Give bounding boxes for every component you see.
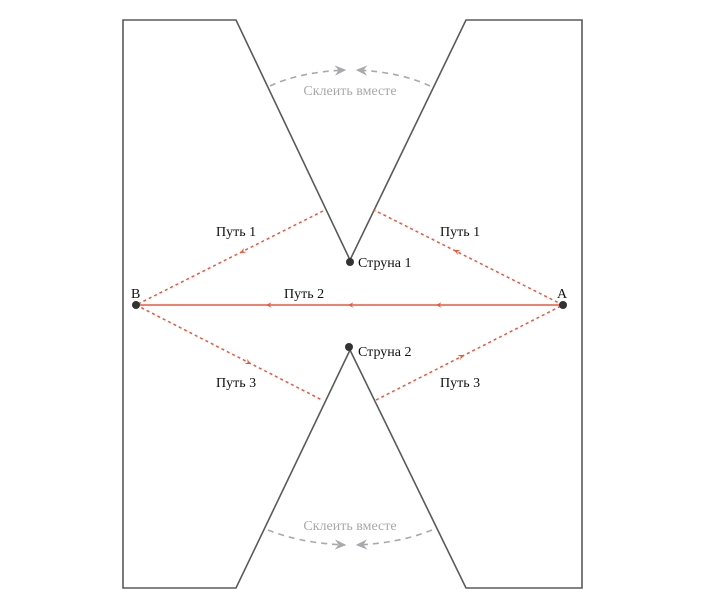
string-2-dot [345, 343, 353, 351]
path1-segment-left [135, 210, 324, 306]
path3-segment-right [375, 304, 564, 401]
glue-label-top: Склеить вместе [303, 84, 396, 99]
paper-outline [122, 19, 583, 589]
point-b-label: B [131, 287, 140, 302]
string-1-dot [346, 258, 354, 266]
path2-label: Путь 2 [284, 287, 324, 302]
glue-label-bottom: Склеить вместе [303, 519, 396, 534]
glue-arrow-top-left [269, 65, 347, 87]
point-a-label: A [557, 287, 568, 302]
glue-arrow-bottom-left [267, 529, 347, 550]
path1-segment-right [373, 209, 564, 306]
path3-label-right: Путь 3 [440, 376, 480, 391]
string-2-label: Струна 2 [358, 345, 411, 360]
path3-label-left: Путь 3 [216, 376, 256, 391]
string-1-label: Струна 1 [358, 256, 411, 271]
path1-label-right: Путь 1 [440, 225, 480, 240]
path1-label-left: Путь 1 [216, 225, 256, 240]
glue-arrow-top-right [355, 65, 431, 87]
point-b [132, 301, 140, 309]
path1-arrow-right [454, 250, 470, 258]
path3-segment-left [135, 304, 323, 401]
point-a [559, 301, 567, 309]
glue-arrow-bottom-right [355, 529, 433, 550]
